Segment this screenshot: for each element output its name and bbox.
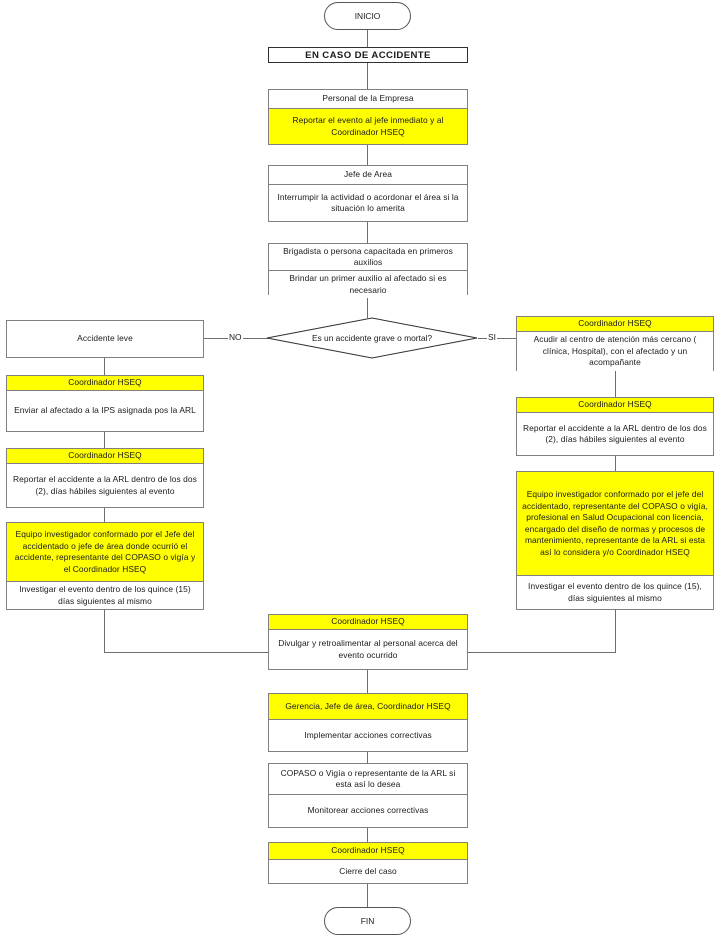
node-leve-ips-role: Coordinador HSEQ <box>7 376 203 390</box>
connector-ips-to-reporte <box>104 432 105 448</box>
end-terminator: FIN <box>324 907 411 935</box>
connector-monitoreo-to-cierre <box>367 828 368 842</box>
node-leve-reporte-arl-role: Coordinador HSEQ <box>7 449 203 463</box>
connector-divulgar-to-acciones <box>367 670 368 693</box>
node-cierre-role: Coordinador HSEQ <box>269 843 467 859</box>
node-brigadista-role: Brigadista o persona capacitada en prime… <box>269 244 467 270</box>
node-grave-centro-atencion-role: Coordinador HSEQ <box>517 317 713 331</box>
node-monitoreo-action: Monitorear acciones correctivas <box>269 794 467 827</box>
connector-leve-investigacion-down <box>104 610 105 652</box>
node-grave-reporte-arl: Coordinador HSEQ Reportar el accidente a… <box>516 397 714 456</box>
node-leve-reporte-arl-action: Reportar el accidente a la ARL dentro de… <box>7 463 203 507</box>
node-leve-ips: Coordinador HSEQ Enviar al afectado a la… <box>6 375 204 432</box>
node-grave-investigacion: Equipo investigador conformado por el je… <box>516 471 714 610</box>
connector-brigadista-to-decision <box>367 295 368 318</box>
node-grave-reporte-arl-role: Coordinador HSEQ <box>517 398 713 412</box>
node-jefe-area-role: Jefe de Area <box>269 166 467 184</box>
node-divulgar: Coordinador HSEQ Divulgar y retroaliment… <box>268 614 468 670</box>
node-personal-empresa-action: Reportar el evento al jefe inmediato y a… <box>269 108 467 144</box>
connector-cierre-to-fin <box>367 884 368 907</box>
connector-decision-si <box>478 338 516 339</box>
node-accidente-leve: Accidente leve <box>6 320 204 358</box>
node-acciones-correctivas: Gerencia, Jefe de área, Coordinador HSEQ… <box>268 693 468 752</box>
connector-banner-to-personal <box>367 63 368 89</box>
node-leve-investigacion-role: Equipo investigador conformado por el Je… <box>7 523 203 581</box>
node-grave-investigacion-action: Investigar el evento dentro de los quinc… <box>517 575 713 609</box>
edge-label-si: SI <box>487 332 497 342</box>
node-accidente-leve-label: Accidente leve <box>7 321 203 357</box>
node-personal-empresa: Personal de la Empresa Reportar el event… <box>268 89 468 145</box>
node-divulgar-action: Divulgar y retroalimentar al personal ac… <box>269 629 467 669</box>
node-leve-reporte-arl: Coordinador HSEQ Reportar el accidente a… <box>6 448 204 508</box>
node-leve-investigacion-action: Investigar el evento dentro de los quinc… <box>7 581 203 609</box>
node-grave-investigacion-role: Equipo investigador conformado por el je… <box>517 472 713 575</box>
start-label: INICIO <box>354 11 381 21</box>
connector-reporte-to-investigacion <box>104 508 105 522</box>
decision-diamond: Es un accidente grave o mortal? <box>266 317 478 359</box>
end-label: FIN <box>360 916 375 926</box>
connector-leve-to-ips <box>104 358 105 375</box>
node-divulgar-role: Coordinador HSEQ <box>269 615 467 629</box>
node-brigadista-action: Brindar un primer auxilio al afectado si… <box>269 270 467 298</box>
node-acciones-correctivas-action: Implementar acciones correctivas <box>269 719 467 751</box>
edge-label-no: NO <box>228 332 243 342</box>
node-monitoreo-role: COPASO o Vigía o representante de la ARL… <box>269 764 467 794</box>
title-banner-label: EN CASO DE ACCIDENTE <box>305 49 431 61</box>
node-leve-investigacion: Equipo investigador conformado por el Je… <box>6 522 204 610</box>
connector-personal-to-jefe <box>367 145 368 165</box>
node-acciones-correctivas-role: Gerencia, Jefe de área, Coordinador HSEQ <box>269 694 467 719</box>
node-cierre-action: Cierre del caso <box>269 859 467 883</box>
connector-jefe-to-brigadista <box>367 222 368 243</box>
connector-centro-to-reporte <box>615 371 616 397</box>
connector-inicio-to-banner <box>367 30 368 47</box>
node-cierre: Coordinador HSEQ Cierre del caso <box>268 842 468 884</box>
connector-acciones-to-monitoreo <box>367 752 368 763</box>
connector-grave-to-divulgar <box>468 652 616 653</box>
node-personal-empresa-role: Personal de la Empresa <box>269 90 467 108</box>
decision-diamond-shape <box>266 317 478 359</box>
connector-leve-to-divulgar <box>104 652 268 653</box>
connector-grave-investigacion-down <box>615 610 616 652</box>
node-grave-centro-atencion: Coordinador HSEQ Acudir al centro de ate… <box>516 316 714 371</box>
connector-grave-reporte-to-investigacion <box>615 456 616 471</box>
start-terminator: INICIO <box>324 2 411 30</box>
node-jefe-area-action: Interrumpir la actividad o acordonar el … <box>269 184 467 221</box>
node-jefe-area: Jefe de Area Interrumpir la actividad o … <box>268 165 468 222</box>
node-grave-reporte-arl-action: Reportar el accidente a la ARL dentro de… <box>517 412 713 455</box>
node-grave-centro-atencion-action: Acudir al centro de atención más cercano… <box>517 331 713 371</box>
node-monitoreo: COPASO o Vigía o representante de la ARL… <box>268 763 468 828</box>
node-leve-ips-action: Enviar al afectado a la IPS asignada pos… <box>7 390 203 431</box>
title-banner: EN CASO DE ACCIDENTE <box>268 47 468 63</box>
node-brigadista: Brigadista o persona capacitada en prime… <box>268 243 468 298</box>
